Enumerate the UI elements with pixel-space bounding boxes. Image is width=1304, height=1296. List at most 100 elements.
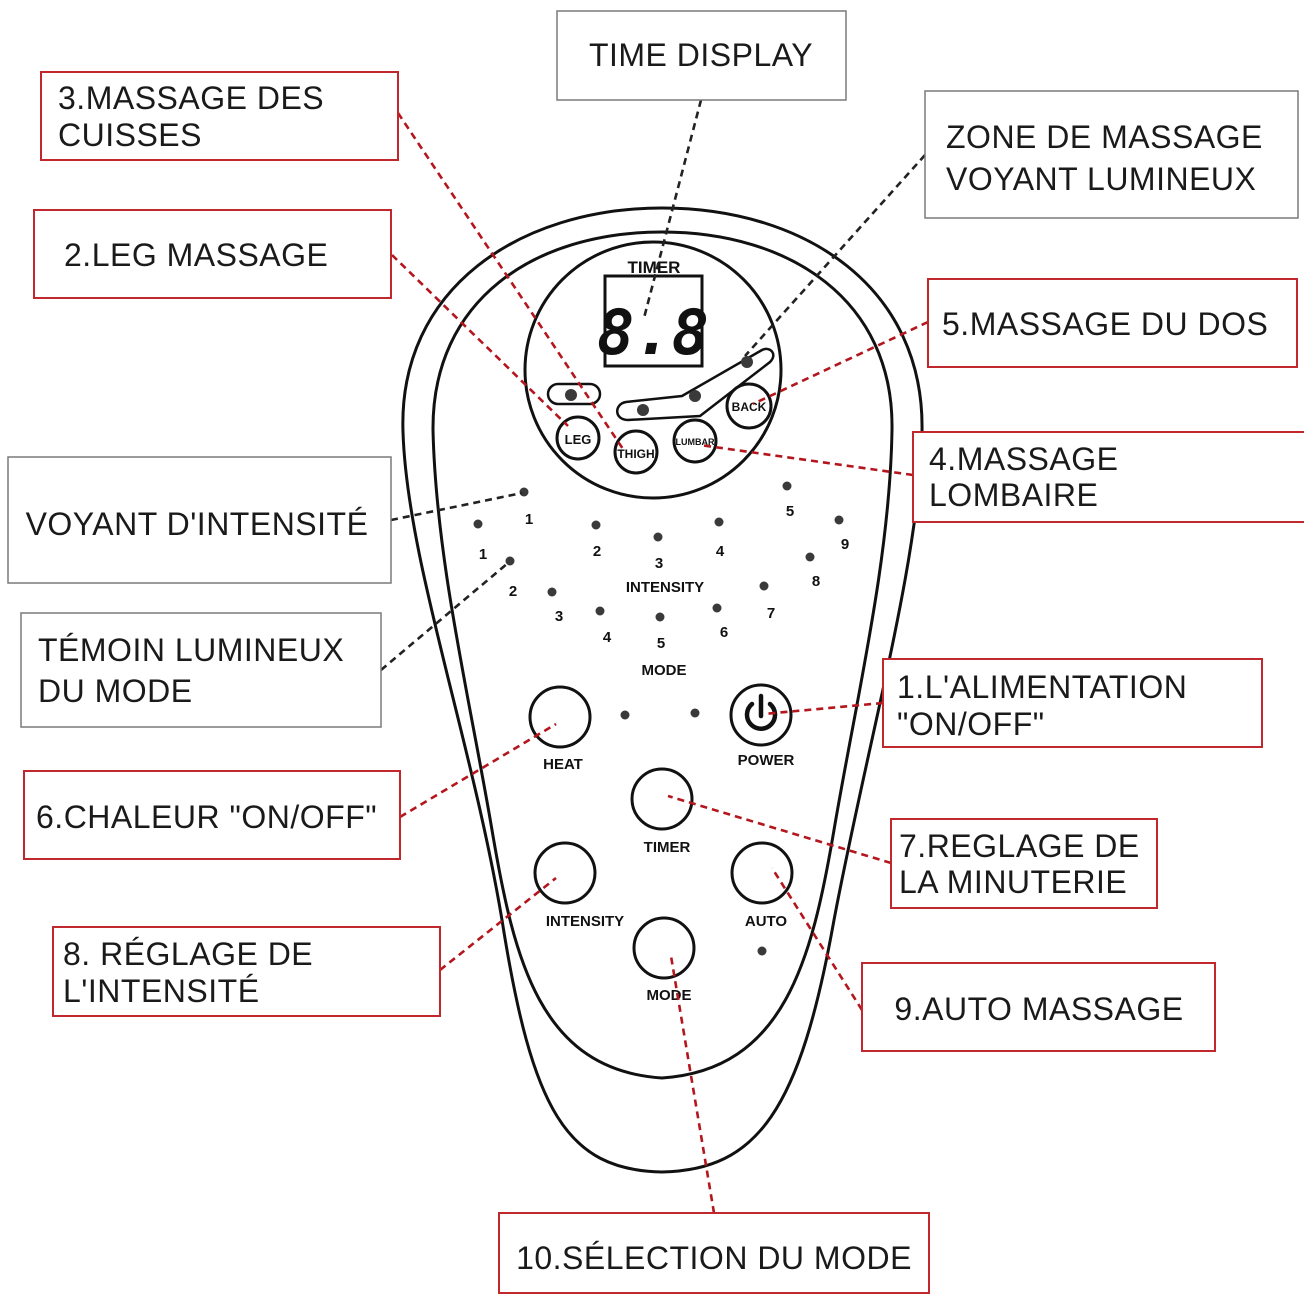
callout-text: 4.MASSAGE xyxy=(929,441,1118,477)
callout-power-on-off: 1.L'ALIMENTATION "ON/OFF" xyxy=(882,658,1263,748)
callout-box xyxy=(498,1212,930,1294)
leg-indicator-track xyxy=(546,382,602,406)
lumbar-indicator-led xyxy=(689,390,701,402)
mode-level-label: 8 xyxy=(812,573,820,590)
callout-text: CUISSES xyxy=(58,117,202,153)
mode-led xyxy=(655,612,665,622)
timer-button[interactable]: TIMER xyxy=(630,767,694,856)
mode-led xyxy=(505,556,515,566)
heat-button-circle[interactable] xyxy=(528,685,592,749)
callout-box xyxy=(912,431,1304,523)
timer-button-circle[interactable] xyxy=(630,767,694,831)
mode-level-label: 7 xyxy=(767,605,775,622)
mode-led xyxy=(759,581,769,591)
callout-thigh-massage: 3.MASSAGE DES CUISSES xyxy=(40,71,399,161)
auto-button-circle[interactable] xyxy=(730,841,794,905)
leg-button[interactable]: LEG xyxy=(555,415,601,461)
intensity-led xyxy=(653,532,663,542)
callout-lumbar-massage: 4.MASSAGE LOMBAIRE xyxy=(912,431,1304,523)
callout-time-display: TIME DISPLAY xyxy=(556,10,847,101)
callout-text: 6.CHALEUR "ON/OFF" xyxy=(36,799,377,835)
zone-indicator-track xyxy=(616,347,775,422)
intensity-level-label: 3 xyxy=(655,555,663,572)
back-button-label: BACK xyxy=(732,400,767,414)
power-indicator-led xyxy=(690,708,700,718)
callout-text: 1.L'ALIMENTATION xyxy=(897,669,1187,705)
remote-inner-shell xyxy=(431,230,894,1080)
callout-mode-selection: 10.SÉLECTION DU MODE xyxy=(498,1212,930,1294)
thigh-button[interactable]: THIGH xyxy=(613,429,659,475)
callout-box xyxy=(23,770,401,860)
lumbar-button-label: LUMBAR xyxy=(676,437,715,447)
time-display-value: 8.8 xyxy=(597,296,709,369)
callout-text: "ON/OFF" xyxy=(897,706,1045,742)
leader-auto xyxy=(770,867,864,1011)
callout-text: ZONE DE MASSAGE xyxy=(946,119,1263,155)
intensity-level-label: 2 xyxy=(593,543,601,560)
mode-indicator-leds: 1 2 3 4 5 6 7 8 9 MODE xyxy=(473,515,849,679)
callout-timer-setting: 7.REGLAGE DE LA MINUTERIE xyxy=(890,818,1158,909)
auto-indicator-led xyxy=(757,946,767,956)
callout-mode-light: TÉMOIN LUMINEUX DU MODE xyxy=(20,612,382,728)
leg-button-circle[interactable] xyxy=(555,415,601,461)
thigh-button-label: THIGH xyxy=(617,447,654,461)
callout-box xyxy=(52,926,441,1017)
mode-led xyxy=(595,606,605,616)
callout-text: TÉMOIN LUMINEUX xyxy=(38,632,344,668)
auto-button[interactable]: AUTO xyxy=(730,841,794,930)
mode-button-circle[interactable] xyxy=(632,916,696,980)
mode-level-label: 4 xyxy=(603,629,612,646)
callout-massage-zone-light: ZONE DE MASSAGE VOYANT LUMINEUX xyxy=(924,90,1299,219)
intensity-button[interactable]: INTENSITY xyxy=(533,841,624,930)
leader-lines xyxy=(380,99,929,1214)
callout-leg-massage: 2.LEG MASSAGE xyxy=(33,209,392,299)
leader-zone-light xyxy=(744,154,926,357)
mode-button[interactable]: MODE xyxy=(632,916,696,1004)
lumbar-button[interactable]: LUMBAR xyxy=(672,418,718,464)
callout-box xyxy=(861,962,1216,1052)
leader-mode-light xyxy=(380,562,509,671)
intensity-level-label: 5 xyxy=(786,503,794,520)
mode-button-label: MODE xyxy=(647,987,692,1004)
callout-back-massage: 5.MASSAGE DU DOS xyxy=(927,278,1298,368)
back-button[interactable]: BACK xyxy=(725,382,773,430)
heat-button-label: HEAT xyxy=(543,756,583,773)
thigh-button-circle[interactable] xyxy=(613,429,659,475)
callout-text: LA MINUTERIE xyxy=(899,864,1127,900)
leader-timer xyxy=(667,794,892,865)
leader-intensity-light xyxy=(390,491,523,522)
callout-text: 5.MASSAGE DU DOS xyxy=(942,306,1268,342)
callout-box xyxy=(882,658,1263,748)
intensity-button-circle[interactable] xyxy=(533,841,597,905)
heat-button[interactable]: HEAT xyxy=(528,685,592,773)
power-button-label: POWER xyxy=(738,752,795,769)
callout-text: VOYANT D'INTENSITÉ xyxy=(26,506,369,542)
mode-led xyxy=(834,515,844,525)
callout-text: 3.MASSAGE DES xyxy=(58,80,324,116)
callout-text: 10.SÉLECTION DU MODE xyxy=(516,1240,912,1276)
mode-level-label: 3 xyxy=(555,608,563,625)
power-button[interactable]: POWER xyxy=(729,683,795,769)
time-display-screen xyxy=(603,274,704,368)
mode-led xyxy=(547,587,557,597)
timer-title: TIMER xyxy=(628,258,681,277)
display-panel: TIMER 8.8 LEG THIGH LUMBAR BACK xyxy=(523,240,783,500)
leader-mode xyxy=(669,955,716,1214)
mode-level-label: 9 xyxy=(841,536,849,553)
thigh-indicator-led xyxy=(637,404,649,416)
intensity-level-label: 1 xyxy=(525,511,533,528)
mode-level-label: 6 xyxy=(720,624,728,641)
heat-indicator-led xyxy=(620,710,630,720)
callout-box xyxy=(40,71,399,161)
callout-text: 2.LEG MASSAGE xyxy=(64,237,328,273)
callout-text: LOMBAIRE xyxy=(929,477,1098,513)
back-button-circle[interactable] xyxy=(725,382,773,430)
intensity-led xyxy=(782,481,792,491)
intensity-button-label: INTENSITY xyxy=(546,913,624,930)
back-indicator-led xyxy=(741,356,753,368)
lumbar-button-circle[interactable] xyxy=(672,418,718,464)
callout-box xyxy=(20,612,382,728)
callout-intensity-light: VOYANT D'INTENSITÉ xyxy=(7,456,392,584)
mode-caption: MODE xyxy=(642,662,687,679)
